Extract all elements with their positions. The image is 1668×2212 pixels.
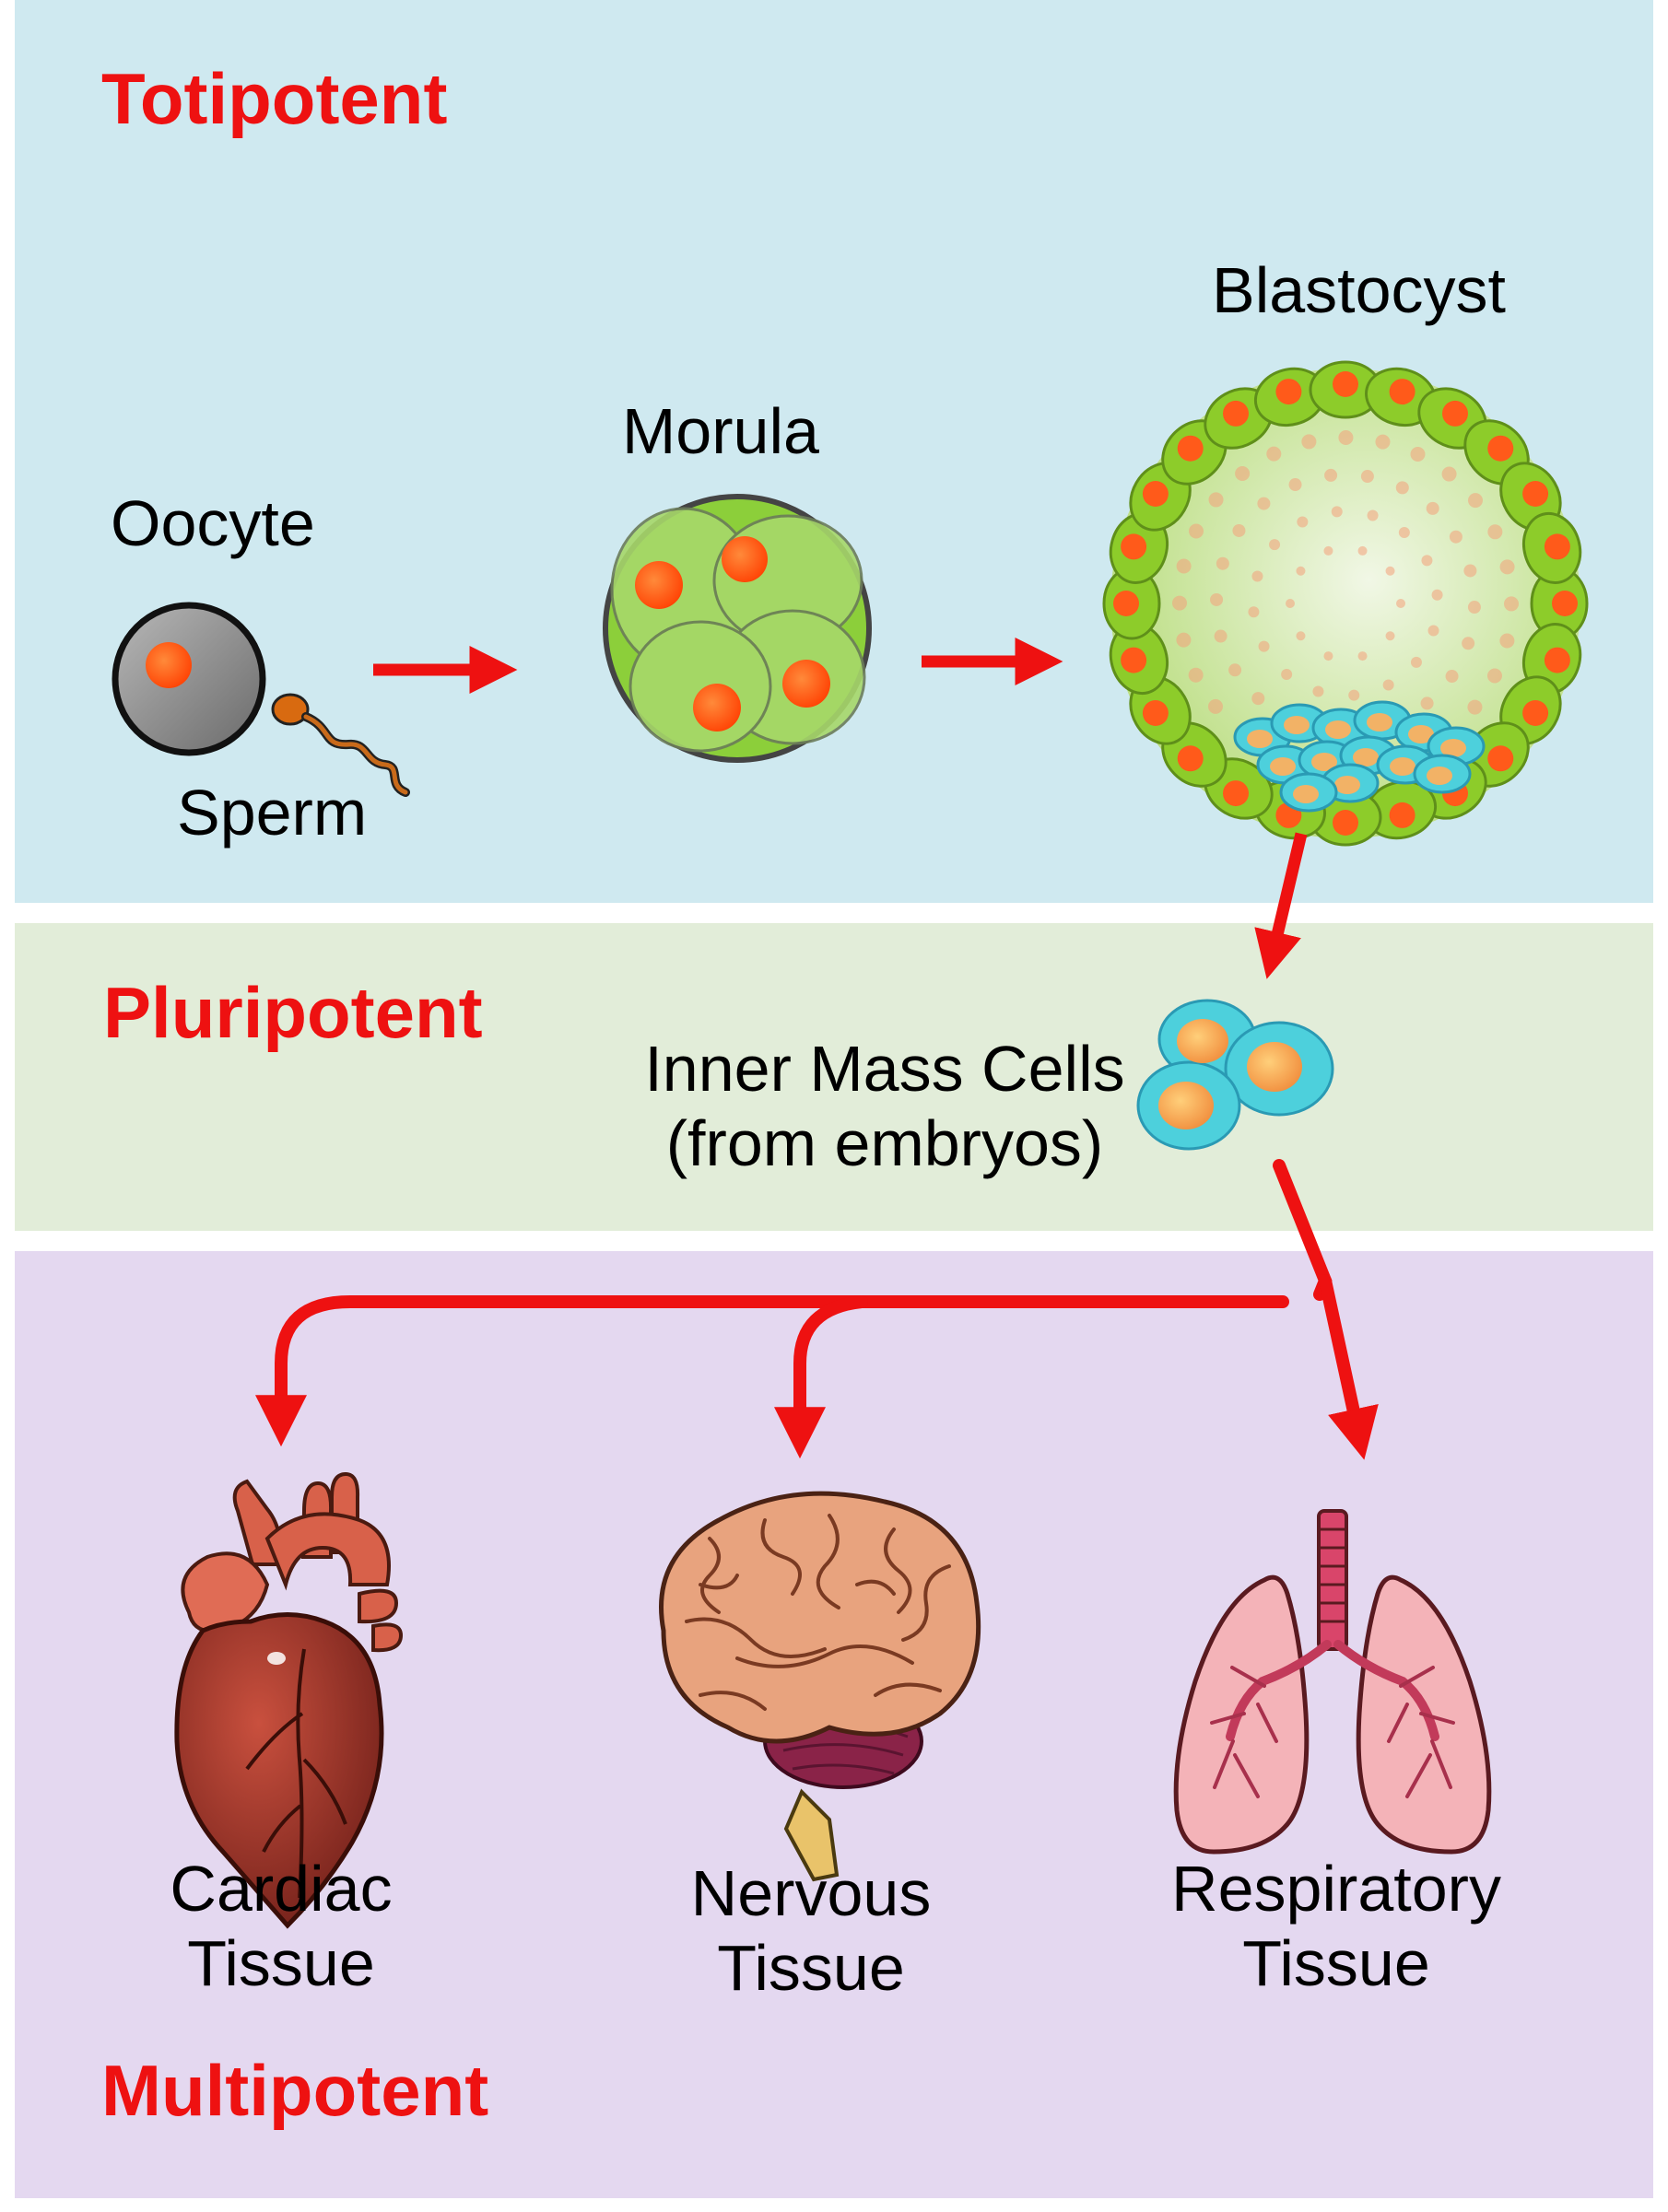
oocyte-icon [112,602,266,756]
lungs-icon [1173,1509,1492,1855]
label-oocyte: Oocyte [111,487,315,559]
tissue-line1: Cardiac [170,1853,393,1925]
morula-icon [603,494,872,763]
label-blastocyst: Blastocyst [1212,254,1506,326]
tissue-line1: Nervous [690,1857,932,1929]
stage-multipotent: Multipotent [101,2050,489,2131]
pluripotent-band [15,923,1653,1231]
label-nervous-tissue: Nervous Tissue [627,1856,995,2005]
blastocyst-icon [1102,360,1589,847]
label-sperm: Sperm [177,777,368,849]
inner-mass-line2: (from embryos) [665,1106,1104,1179]
heart-icon [174,1471,404,1929]
stage-pluripotent: Pluripotent [103,972,483,1053]
inner-mass-cells-icon [1136,999,1334,1151]
tissue-line2: Tissue [1242,1926,1430,1999]
tissue-line1: Respiratory [1171,1853,1501,1925]
brain-icon [659,1491,981,1882]
branch-arrows [255,1159,1379,1460]
arrow-blastocyst-to-inner-mass [1254,832,1308,979]
stage-totipotent: Totipotent [101,58,448,139]
inner-mass-line1: Inner Mass Cells [644,1033,1125,1105]
label-cardiac-tissue: Cardiac Tissue [97,1852,465,2000]
sperm-icon [271,693,410,797]
label-morula: Morula [622,395,819,467]
tissue-line2: Tissue [717,1931,905,2004]
tissue-line2: Tissue [187,1926,375,1999]
label-inner-mass-cells: Inner Mass Cells (from embryos) [590,1032,1180,1180]
label-respiratory-tissue: Respiratory Tissue [1124,1852,1548,2000]
